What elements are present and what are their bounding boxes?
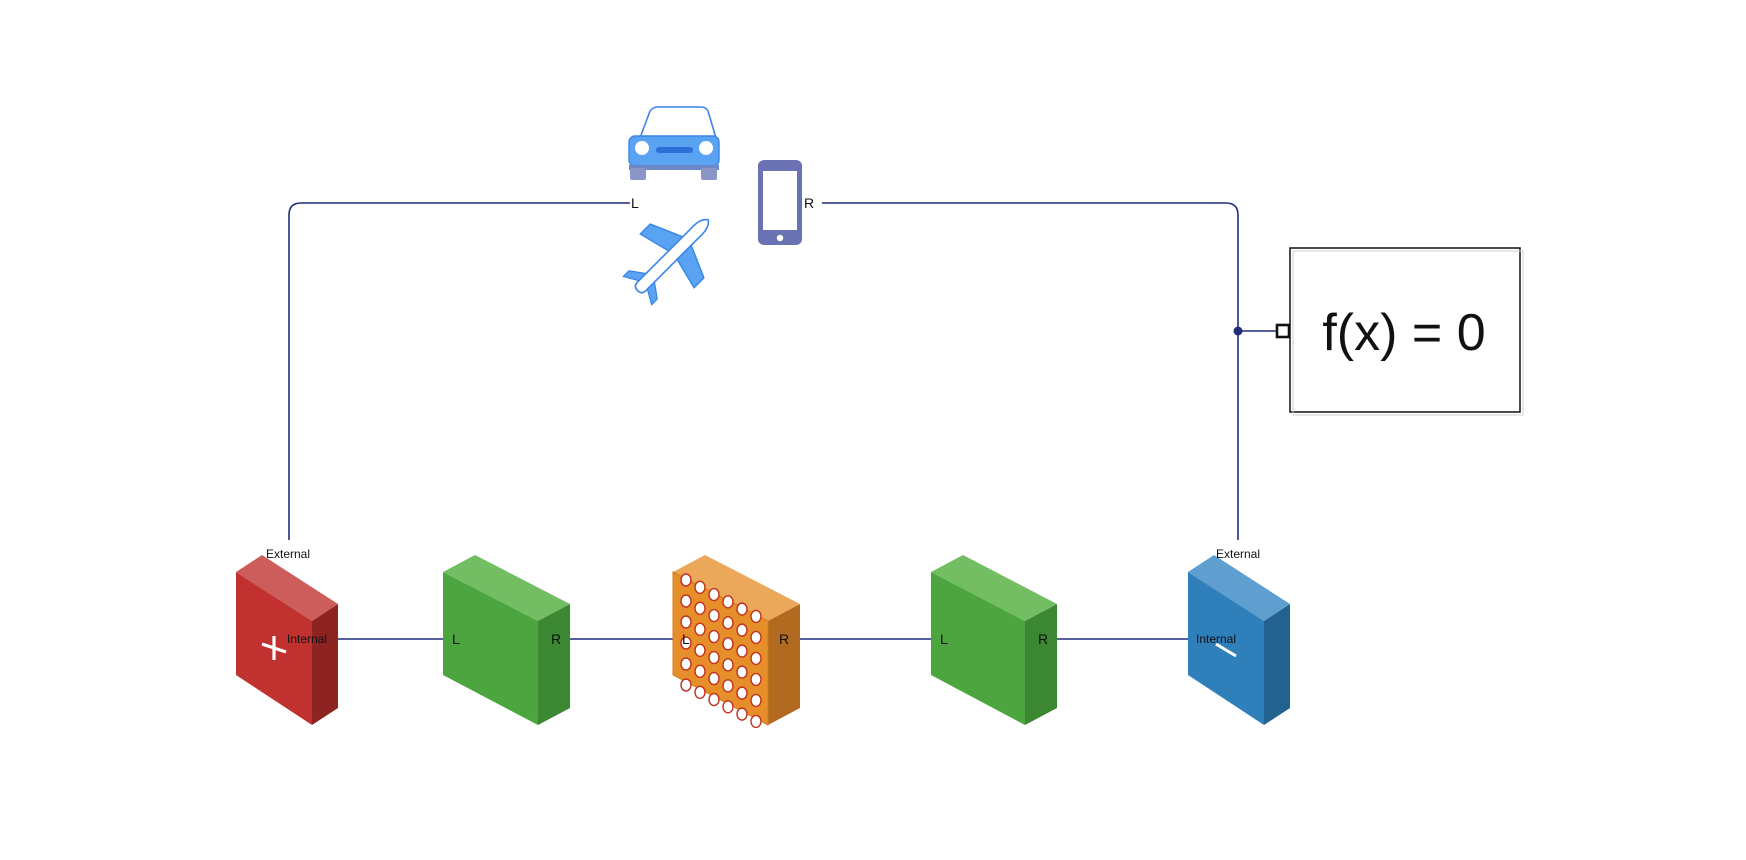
positive-electrode-block[interactable]: External Internal bbox=[236, 547, 338, 725]
cc1-port-r: R bbox=[551, 631, 561, 647]
device-port-r: R bbox=[804, 195, 814, 211]
car-icon bbox=[628, 106, 720, 180]
negative-external-label: External bbox=[1216, 547, 1260, 561]
separator-hole bbox=[680, 615, 692, 629]
separator-hole bbox=[708, 692, 720, 707]
separator-hole bbox=[722, 679, 734, 693]
separator-hole bbox=[708, 608, 720, 623]
negative-internal-label: Internal bbox=[1196, 632, 1236, 646]
device-block[interactable]: L R bbox=[611, 106, 815, 317]
separator-hole bbox=[722, 637, 734, 651]
plus-icon bbox=[261, 636, 287, 660]
separator-port-l: L bbox=[682, 631, 690, 647]
separator-hole bbox=[680, 594, 692, 608]
separator-hole bbox=[750, 693, 762, 708]
device-port-l: L bbox=[631, 195, 639, 211]
separator-hole bbox=[708, 671, 720, 686]
separator-hole bbox=[694, 601, 706, 615]
airplane-icon bbox=[622, 218, 710, 306]
separator-hole bbox=[708, 629, 720, 644]
separator-hole bbox=[722, 616, 734, 630]
current-collector-2-block[interactable]: L R bbox=[931, 555, 1057, 725]
separator-hole bbox=[680, 573, 692, 587]
positive-internal-label: Internal bbox=[287, 632, 327, 646]
current-collector-1-block[interactable]: L R bbox=[443, 555, 570, 725]
separator-hole bbox=[722, 658, 734, 672]
separator-hole bbox=[736, 623, 748, 637]
separator-hole bbox=[694, 664, 706, 678]
solver-port[interactable] bbox=[1275, 323, 1291, 339]
separator-hole bbox=[708, 587, 720, 602]
separator-hole bbox=[694, 580, 706, 594]
separator-hole bbox=[708, 650, 720, 665]
solver-equation: f(x) = 0 bbox=[1322, 304, 1485, 362]
wire-junction-dot bbox=[1233, 326, 1243, 336]
separator-hole bbox=[736, 686, 748, 700]
positive-external-label: External bbox=[266, 547, 310, 561]
separator-port-r: R bbox=[779, 631, 789, 647]
separator-hole bbox=[722, 595, 734, 609]
separator-hole bbox=[750, 672, 762, 687]
separator-hole bbox=[680, 657, 692, 671]
cc2-port-r: R bbox=[1038, 631, 1048, 647]
separator-hole bbox=[750, 714, 762, 729]
cc1-port-l: L bbox=[452, 631, 460, 647]
separator-hole bbox=[694, 643, 706, 657]
separator-hole bbox=[694, 685, 706, 699]
negative-electrode-block[interactable]: External Internal bbox=[1188, 547, 1290, 725]
separator-hole bbox=[736, 707, 748, 721]
solver-config-block[interactable]: f(x) = 0 bbox=[1275, 247, 1524, 416]
separator-hole bbox=[694, 622, 706, 636]
phone-icon bbox=[758, 160, 802, 245]
wire-left-loop[interactable] bbox=[288, 202, 630, 540]
separator-hole bbox=[750, 630, 762, 645]
cc2-port-l: L bbox=[940, 631, 948, 647]
separator-hole bbox=[736, 665, 748, 679]
separator-hole bbox=[680, 678, 692, 692]
separator-block[interactable]: L R bbox=[672, 555, 800, 729]
separator-holes bbox=[680, 573, 762, 729]
separator-hole bbox=[736, 602, 748, 616]
separator-hole bbox=[680, 636, 692, 650]
wires bbox=[288, 202, 1278, 640]
separator-hole bbox=[736, 644, 748, 658]
separator-hole bbox=[750, 651, 762, 666]
separator-hole bbox=[750, 609, 762, 624]
minus-icon bbox=[1215, 642, 1237, 658]
wire-right-loop[interactable] bbox=[822, 202, 1239, 540]
separator-hole bbox=[722, 700, 734, 714]
